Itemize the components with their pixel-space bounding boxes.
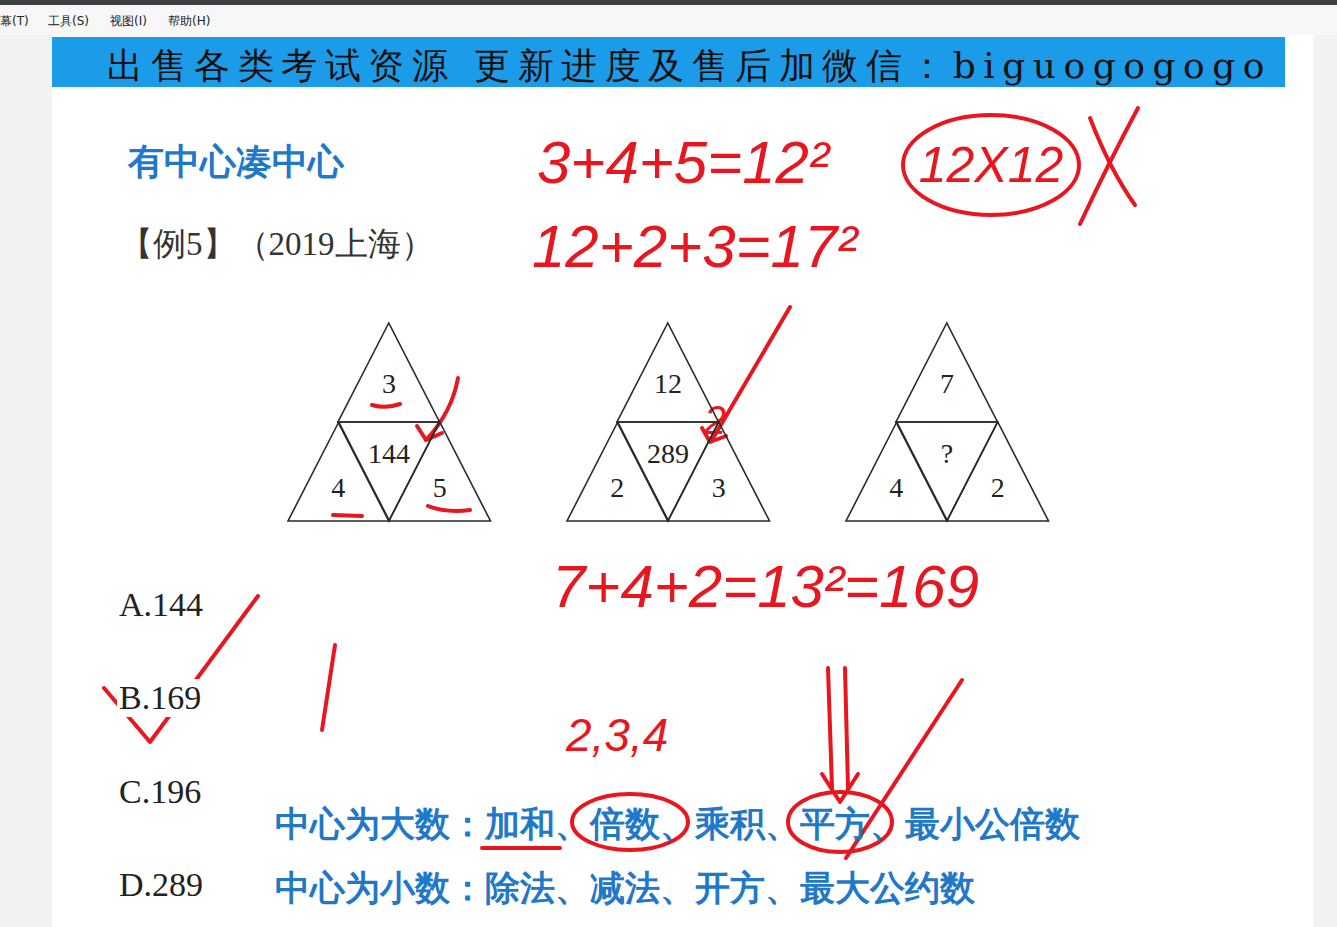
down-arrow <box>845 668 848 788</box>
triangle-outline <box>668 422 770 521</box>
handwritten-note: 3+4+5=12² <box>537 128 829 197</box>
handwritten-note: 12X12 <box>919 136 1064 194</box>
cell-number: 144 <box>368 438 410 470</box>
handwritten-note: 12+2+3=17² <box>532 212 857 281</box>
menu-item: 视图(I) <box>110 13 147 30</box>
arrow-head <box>417 426 442 440</box>
node-outline <box>288 422 390 521</box>
triangle-cell: 144 <box>338 422 440 521</box>
underline <box>372 404 400 407</box>
triangle-cell: 12 <box>617 323 719 422</box>
triangle-outline <box>567 422 669 521</box>
cell-number: 4 <box>331 472 345 504</box>
arrow-head <box>822 774 858 802</box>
node-outline <box>846 422 948 521</box>
rule-text: 乘积、 <box>695 801 800 848</box>
handwritten-note: 7+4+2=13²=169 <box>552 552 979 621</box>
cross-mark <box>1080 108 1138 224</box>
example-tag: 【例5】（2019上海） <box>120 222 434 267</box>
arrow-stroke <box>426 378 458 440</box>
down-arrow <box>828 668 832 788</box>
cell-number: 4 <box>889 472 903 504</box>
cell-number: 3 <box>712 472 726 504</box>
rule-text: 中心为大数： <box>275 801 485 848</box>
cell-number: 3 <box>382 368 396 400</box>
menu-item: 帮助(H) <box>168 13 210 30</box>
triangle-cell: 3 <box>668 422 770 521</box>
answer-option: C.196 <box>117 773 203 811</box>
node-outline <box>668 422 770 521</box>
node-outline <box>338 422 440 521</box>
triangle-cell: 2 <box>947 422 1049 521</box>
answer-option: B.169 <box>117 679 203 717</box>
cell-number: ? <box>941 438 953 470</box>
underline <box>333 515 362 516</box>
cell-number: 2 <box>610 472 624 504</box>
triangle-cell: 5 <box>389 422 491 521</box>
node-outline <box>896 422 998 521</box>
circled-note: 12X12 <box>900 112 1082 218</box>
answer-option: D.289 <box>117 866 205 904</box>
cell-number: 2 <box>991 472 1005 504</box>
triangle-outline <box>338 422 440 521</box>
node-outline <box>947 422 1049 521</box>
cell-number: 5 <box>433 472 447 504</box>
cell-number: 12 <box>654 368 682 400</box>
handwritten-note: 2 <box>704 398 726 443</box>
triangle-outline <box>617 422 719 521</box>
triangle-cell: 289 <box>617 422 719 521</box>
circle-outline <box>903 115 1079 215</box>
underline <box>428 506 470 511</box>
rule-text: 加和、 <box>485 801 590 848</box>
triangle-cell: 3 <box>338 323 440 422</box>
triangle-cell: 4 <box>288 422 390 521</box>
triangle-outline <box>288 422 390 521</box>
cell-number: 289 <box>647 438 689 470</box>
handwritten-note: 2,3,4 <box>566 708 668 762</box>
triangle-outline <box>896 323 998 422</box>
node-outline <box>389 422 491 521</box>
triangle-outline <box>617 323 719 422</box>
rule-text: 平方、 <box>800 801 905 848</box>
node-outline <box>617 422 719 521</box>
triangle-outline <box>846 422 948 521</box>
underline <box>482 846 560 850</box>
rule-text: 中心为小数：除法、减法、开方、最大公约数 <box>275 865 975 912</box>
tally-stroke <box>322 645 335 730</box>
menu-item: 工具(S) <box>48 13 89 30</box>
triangle-cell: 7 <box>896 323 998 422</box>
menu-item: 幕(T) <box>0 13 29 30</box>
cell-number: 7 <box>940 368 954 400</box>
node-outline <box>567 422 669 521</box>
triangle-cell: ? <box>896 422 998 521</box>
triangle-outline <box>389 422 491 521</box>
triangle-cell: 2 <box>567 422 669 521</box>
slide-heading: 有中心凑中心 <box>128 138 344 187</box>
triangle-outline <box>338 323 440 422</box>
answer-option: A.144 <box>117 586 205 624</box>
triangle-outline <box>947 422 1049 521</box>
triangle-outline <box>896 422 998 521</box>
watermark-banner: 出售各类考试资源 更新进度及售后加微信：biguogogogo <box>107 42 1272 91</box>
rule-text: 最小公倍数 <box>905 801 1080 848</box>
rule-text: 倍数、 <box>590 801 695 848</box>
triangle-cell: 4 <box>846 422 948 521</box>
